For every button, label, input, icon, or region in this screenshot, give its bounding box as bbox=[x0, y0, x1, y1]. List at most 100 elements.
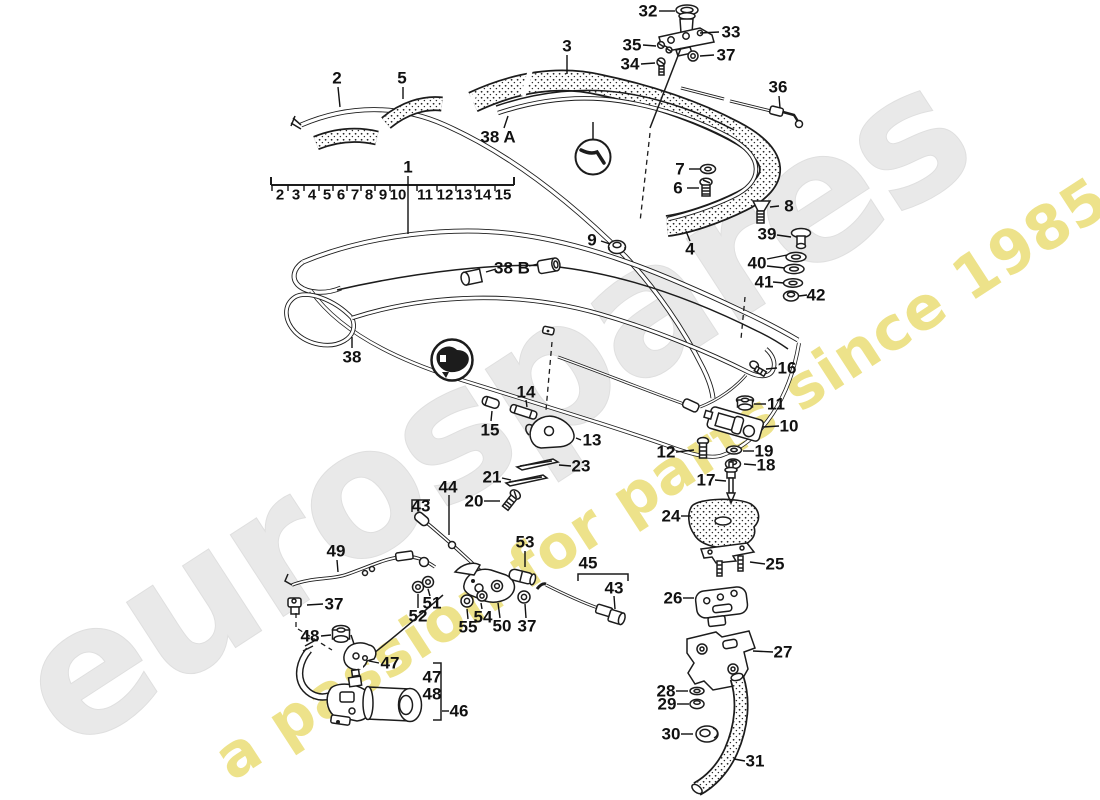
brace-46-47-48 bbox=[433, 662, 442, 721]
ruler-number-11: 11 bbox=[417, 187, 433, 204]
leader-line bbox=[480, 602, 483, 610]
leader-line bbox=[525, 399, 528, 408]
ruler-number-8: 8 bbox=[365, 187, 373, 204]
leader-line bbox=[743, 463, 757, 466]
ruler-number-4: 4 bbox=[308, 187, 317, 204]
leader-line bbox=[766, 265, 786, 269]
part-11-drawing bbox=[735, 395, 755, 411]
part-13-drawing bbox=[525, 415, 575, 449]
part-label-1-0: 1 bbox=[403, 158, 412, 177]
part-34-drawing bbox=[656, 57, 666, 76]
part-40-drawing bbox=[783, 251, 807, 275]
part-label-18-25: 18 bbox=[757, 456, 776, 475]
part-label-25-28: 25 bbox=[766, 555, 785, 574]
part-label-31-34: 31 bbox=[746, 752, 765, 771]
ruler-number-7: 7 bbox=[351, 187, 359, 204]
ruler-number-3: 3 bbox=[292, 187, 300, 204]
part-20-drawing bbox=[501, 489, 522, 512]
part-9-drawing bbox=[607, 239, 627, 255]
part-label-34-9: 34 bbox=[621, 55, 640, 74]
part-23-drawing bbox=[515, 458, 560, 471]
part-label-37-8: 37 bbox=[717, 46, 736, 65]
ruler-number-10: 10 bbox=[390, 187, 407, 204]
part-label-38B-60: 38 B bbox=[494, 259, 530, 278]
part-52-drawing bbox=[411, 580, 425, 594]
part-37-top-drawing bbox=[687, 50, 699, 62]
leader-line bbox=[558, 464, 572, 467]
lid-stay-rod-drawing bbox=[557, 355, 748, 413]
leader-line bbox=[642, 44, 657, 47]
leader-line bbox=[337, 86, 341, 108]
leader-line bbox=[336, 559, 339, 573]
part-label-5-2: 5 bbox=[397, 69, 406, 88]
part-label-39-16: 39 bbox=[758, 225, 777, 244]
part-label-32-5: 32 bbox=[639, 2, 658, 21]
part-label-44-41: 44 bbox=[439, 478, 458, 497]
ruler-number-9: 9 bbox=[379, 187, 387, 204]
ruler-number-5: 5 bbox=[323, 187, 331, 204]
leader-line bbox=[497, 602, 501, 619]
part-label-37-53: 37 bbox=[518, 617, 537, 636]
leader-line bbox=[733, 758, 746, 762]
leader-line bbox=[699, 31, 720, 34]
part-label-54-51: 54 bbox=[474, 608, 493, 627]
leader-line bbox=[640, 62, 656, 65]
bracket-45-43 bbox=[577, 573, 629, 581]
part-38b-drawing bbox=[460, 257, 561, 286]
part-label-9-14: 9 bbox=[587, 231, 596, 250]
part-label-53-47: 53 bbox=[516, 533, 535, 552]
part-label-38-59: 38 bbox=[343, 348, 362, 367]
leader-line bbox=[600, 240, 611, 245]
part-7-drawing bbox=[699, 163, 717, 175]
leader-line bbox=[699, 54, 715, 57]
part-label-23-38: 23 bbox=[572, 457, 591, 476]
part-label-11-21: 11 bbox=[767, 395, 785, 414]
leader-line bbox=[466, 608, 469, 620]
part-label-28-31: 28 bbox=[657, 682, 676, 701]
leader-line bbox=[798, 294, 808, 297]
part-8-drawing bbox=[751, 200, 772, 224]
part-30-drawing bbox=[695, 725, 719, 743]
part-39-drawing bbox=[790, 227, 812, 250]
part-17-drawing bbox=[724, 461, 738, 506]
part-label-41-18: 41 bbox=[755, 273, 774, 292]
part-label-12-23: 12 bbox=[657, 443, 676, 462]
part-label-45-54: 45 bbox=[579, 554, 598, 573]
part-16-drawing bbox=[749, 360, 768, 378]
leader-line bbox=[528, 263, 539, 267]
part-46-motor-drawing bbox=[295, 640, 423, 726]
part-15-drawing bbox=[481, 395, 500, 409]
part-label-26-29: 26 bbox=[664, 589, 683, 608]
part-47-lever-drawing bbox=[343, 634, 377, 671]
part-51-drawing bbox=[421, 575, 435, 589]
part-label-43-42: 43 bbox=[412, 497, 431, 516]
part-label-4-15: 4 bbox=[685, 240, 695, 259]
leader-line bbox=[769, 205, 780, 208]
ruler-number-12: 12 bbox=[437, 187, 454, 204]
part-label-29-32: 29 bbox=[658, 695, 677, 714]
part-10-drawing bbox=[703, 406, 765, 442]
ruler-number-14: 14 bbox=[475, 187, 492, 204]
part-37-latch-drawing bbox=[517, 590, 531, 604]
leader-line bbox=[766, 254, 788, 260]
leader-line bbox=[320, 634, 332, 637]
part-36-drawing bbox=[680, 86, 804, 129]
part-29-drawing bbox=[689, 698, 705, 710]
part-24-drawing bbox=[688, 498, 760, 549]
leader-line bbox=[765, 367, 778, 370]
drawing-layer bbox=[270, 4, 812, 796]
part-5-drawing bbox=[313, 96, 443, 151]
leader-line bbox=[524, 603, 527, 619]
ruler-number-2: 2 bbox=[276, 187, 284, 204]
part-38-drawing bbox=[284, 292, 777, 379]
part-label-24-27: 24 bbox=[662, 507, 681, 526]
part-12-drawing bbox=[696, 436, 710, 459]
leader-line bbox=[749, 561, 766, 565]
part-label-46-58: 46 bbox=[450, 702, 469, 721]
ruler-number-6: 6 bbox=[337, 187, 345, 204]
part-label-48-57: 48 bbox=[423, 685, 442, 704]
part-label-51-48: 51 bbox=[423, 594, 442, 613]
part-label-55-50: 55 bbox=[459, 618, 478, 637]
part-label-14-35: 14 bbox=[517, 383, 536, 402]
part-label-52-49: 52 bbox=[409, 607, 428, 626]
